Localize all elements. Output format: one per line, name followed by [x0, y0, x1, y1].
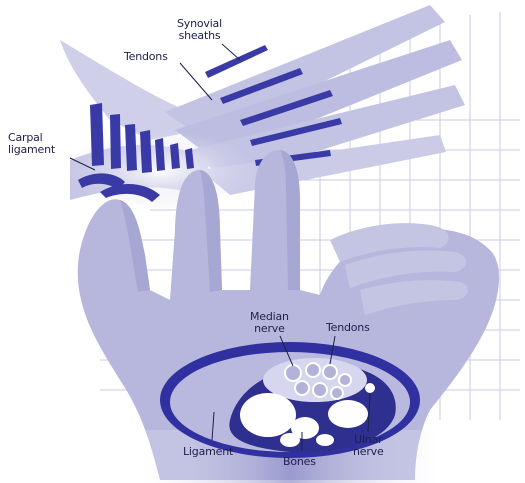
ulnar-nerve-shape	[365, 383, 375, 393]
label-synovial-sheaths: Synovial sheaths	[177, 18, 222, 42]
label-ulnar-nerve: Ulnar nerve	[353, 434, 384, 458]
label-tendons-top: Tendons	[124, 51, 168, 63]
label-median-nerve: Median nerve	[250, 311, 289, 335]
label-tendons-bottom: Tendons	[326, 322, 370, 334]
bone-shape	[240, 393, 296, 437]
label-ulnar-nerve-line2: nerve	[353, 446, 384, 458]
label-bones: Bones	[283, 456, 316, 468]
median-nerve-shape	[285, 365, 301, 381]
label-median-nerve-line2: nerve	[250, 323, 289, 335]
label-synovial-sheaths-line2: sheaths	[177, 30, 222, 42]
label-ligament: Ligament	[183, 446, 233, 458]
label-carpal-ligament: Carpal ligament	[8, 132, 55, 156]
label-carpal-ligament-line2: ligament	[8, 144, 55, 156]
